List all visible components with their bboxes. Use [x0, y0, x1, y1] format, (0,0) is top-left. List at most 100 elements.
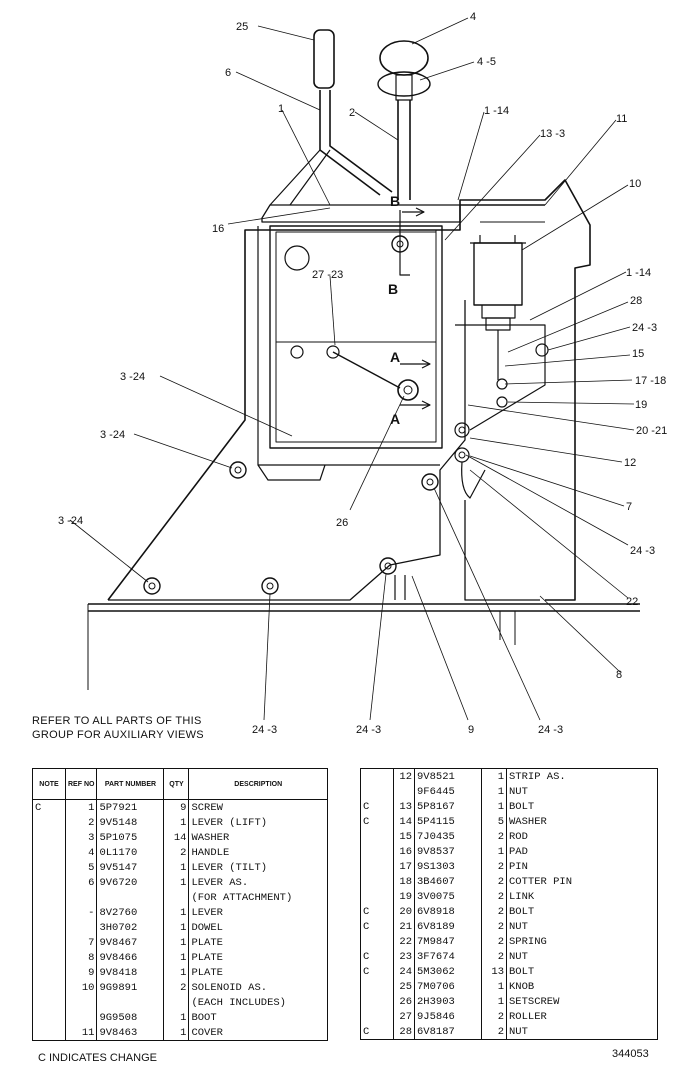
- note-cell: C: [32, 799, 66, 815]
- description-cell: BOOT: [188, 1010, 328, 1025]
- qty-cell: 2: [481, 859, 507, 874]
- description-cell: BOLT: [506, 964, 658, 979]
- description-cell: COVER: [188, 1025, 328, 1041]
- description-cell: DOWEL: [188, 920, 328, 935]
- note-cell: [360, 859, 394, 874]
- description-cell: LEVER: [188, 905, 328, 920]
- description-cell: BOLT: [506, 799, 658, 814]
- description-cell: KNOB: [506, 979, 658, 994]
- qty-cell: [163, 995, 189, 1010]
- callout-9: 9: [468, 724, 474, 736]
- qty-cell: 2: [163, 845, 189, 860]
- callout-1-14-top: 1 -14: [484, 105, 509, 117]
- qty-cell: 5: [481, 814, 507, 829]
- part-number-cell: 7J0435: [414, 829, 482, 844]
- part-number-cell: 5P4115: [414, 814, 482, 829]
- note-cell: [32, 920, 66, 935]
- callout-3-24-lower: 3 -24: [58, 515, 83, 527]
- part-number-cell: 7M0706: [414, 979, 482, 994]
- callout-16: 16: [212, 223, 224, 235]
- ref-cell: 13: [393, 799, 415, 814]
- description-cell: LEVER (TILT): [188, 860, 328, 875]
- part-number-cell: 9V5147: [96, 860, 164, 875]
- knob-25: [313, 29, 335, 89]
- note-cell: [32, 860, 66, 875]
- callout-8: 8: [616, 669, 622, 681]
- description-cell: COTTER PIN: [506, 874, 658, 889]
- side-plate: [107, 179, 591, 601]
- callout-11: 11: [616, 113, 627, 125]
- part-number-cell: 6V8189: [414, 919, 482, 934]
- part-number-cell: 9V6720: [96, 875, 164, 890]
- description-cell: SPRING: [506, 934, 658, 949]
- ref-cell: [64, 1010, 97, 1025]
- qty-cell: 1: [481, 799, 507, 814]
- description-cell: NUT: [506, 784, 658, 799]
- qty-cell: 1: [481, 844, 507, 859]
- callout-28: 28: [630, 295, 642, 307]
- note-cell: [32, 935, 66, 950]
- description-cell: (EACH INCLUDES): [188, 995, 328, 1010]
- part-number-cell: 2H3903: [414, 994, 482, 1009]
- qty-cell: 1: [163, 860, 189, 875]
- ref-cell: 1: [64, 799, 97, 815]
- part-number-cell: 3V0075: [414, 889, 482, 904]
- callout-13-3: 13 -3: [540, 128, 565, 140]
- description-cell: SETSCREW: [506, 994, 658, 1009]
- ref-cell: 12: [393, 768, 415, 784]
- qty-cell: 2: [481, 949, 507, 964]
- ref-cell: 11: [64, 1025, 97, 1041]
- ref-cell: 9: [64, 965, 97, 980]
- note-cell: [32, 950, 66, 965]
- ref-cell: 17: [393, 859, 415, 874]
- note-cell: [360, 784, 394, 799]
- part-number-cell: 9V8521: [414, 768, 482, 784]
- part-number-cell: 6V8187: [414, 1024, 482, 1040]
- handle-knob: [379, 40, 429, 76]
- note-cell: [32, 1025, 66, 1041]
- part-number-cell: 6V8918: [414, 904, 482, 919]
- callout-1-14-right: 1 -14: [626, 267, 651, 279]
- callout-24-3-mid: 24 -3: [630, 545, 655, 557]
- ref-cell: 19: [393, 889, 415, 904]
- description-cell: LEVER (LIFT): [188, 815, 328, 830]
- description-cell: LEVER AS.: [188, 875, 328, 890]
- note-cell: C: [360, 904, 394, 919]
- qty-cell: 1: [163, 950, 189, 965]
- part-number-cell: 9S1303: [414, 859, 482, 874]
- description-cell: PLATE: [188, 965, 328, 980]
- note-cell: [360, 844, 394, 859]
- description-cell: HANDLE: [188, 845, 328, 860]
- note-cell: [32, 890, 66, 905]
- ref-cell: 27: [393, 1009, 415, 1024]
- description-cell: NUT: [506, 919, 658, 934]
- part-number-cell: 9V8466: [96, 950, 164, 965]
- section-mark-b-top: B: [390, 193, 400, 209]
- qty-cell: 2: [481, 1009, 507, 1024]
- description-cell: STRIP AS.: [506, 768, 658, 784]
- ref-cell: 20: [393, 904, 415, 919]
- part-number-cell: 5P7921: [96, 799, 164, 815]
- note-cell: [32, 845, 66, 860]
- tilt-lever: [319, 90, 393, 196]
- note-cell: C: [360, 919, 394, 934]
- qty-cell: [163, 890, 189, 905]
- callout-2: 2: [349, 107, 355, 119]
- description-cell: PLATE: [188, 950, 328, 965]
- callout-17-18: 17 -18: [635, 375, 666, 387]
- parts-table-header: NOTE REF NO PART NUMBER QTY DESCRIPTION: [32, 768, 328, 800]
- description-cell: ROD: [506, 829, 658, 844]
- part-number-cell: 9G9891: [96, 980, 164, 995]
